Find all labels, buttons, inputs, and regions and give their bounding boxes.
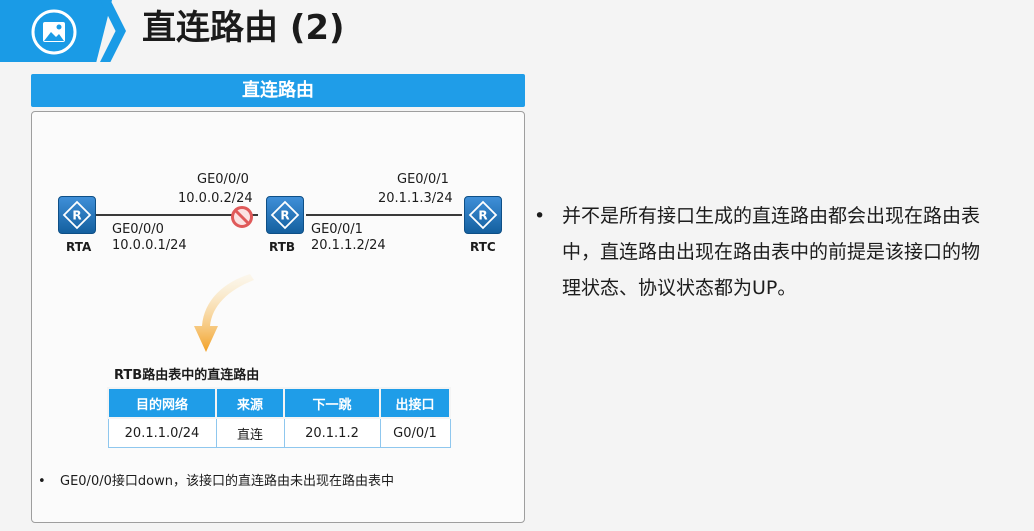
router-icon: R <box>464 196 502 234</box>
link-rtb-rtc <box>306 214 462 216</box>
column-header: 目的网络 <box>107 387 217 419</box>
router-icon: R <box>266 196 304 234</box>
column-header: 出接口 <box>379 387 451 419</box>
panel-title: 直连路由 <box>242 80 314 101</box>
link-rta-rtb <box>96 214 258 216</box>
prohibited-icon <box>231 206 253 228</box>
router-name-rtc: RTC <box>470 240 496 254</box>
rta-ip: 10.0.0.1/24 <box>112 238 187 253</box>
rtb-right-ip: 20.1.1.2/24 <box>311 238 386 253</box>
rtb-left-interface: GE0/0/0 <box>197 172 249 187</box>
svg-text:R: R <box>280 209 289 223</box>
diagram-panel <box>31 111 525 523</box>
table-cell: 20.1.1.2 <box>283 417 381 448</box>
curved-arrow-down-icon <box>194 274 254 352</box>
header-bar: 直连路由 (2) <box>0 0 1034 62</box>
svg-text:R: R <box>72 209 81 223</box>
rtc-interface: GE0/0/1 <box>397 172 449 187</box>
route-table-title: RTB路由表中的直连路由 <box>114 368 260 383</box>
rtb-left-ip: 10.0.0.2/24 <box>178 191 253 206</box>
bullet: • <box>38 474 46 489</box>
explanation-line: 并不是所有接口生成的直连路由都会出现在路由表 <box>562 205 981 227</box>
note-text: GE0/0/0接口down，该接口的直连路由未出现在路由表中 <box>60 474 394 489</box>
bullet: • <box>534 205 546 227</box>
interface-down-note: • GE0/0/0接口down，该接口的直连路由未出现在路由表中 <box>38 470 394 489</box>
explanation-line: 理状态、协议状态都为UP。 <box>562 277 797 299</box>
table-cell: G0/0/1 <box>379 417 451 448</box>
explanation-text: 并不是所有接口生成的直连路由都会出现在路由表 中，直连路由出现在路由表中的前提是… <box>562 198 1028 306</box>
image-icon <box>31 9 77 55</box>
table-header-row: 目的网络 来源 下一跳 出接口 <box>107 387 451 419</box>
explanation-line: 中，直连路由出现在路由表中的前提是该接口的物 <box>562 241 981 263</box>
panel-header: 直连路由 <box>31 74 525 107</box>
table-cell: 20.1.1.0/24 <box>107 417 217 448</box>
rta-interface: GE0/0/0 <box>112 222 164 237</box>
page-title: 直连路由 (2) <box>142 8 345 48</box>
column-header: 来源 <box>215 387 285 419</box>
router-name-rta: RTA <box>66 240 92 254</box>
router-name-rtb: RTB <box>269 240 296 254</box>
rtc-ip: 20.1.1.3/24 <box>378 191 453 206</box>
column-header: 下一跳 <box>283 387 381 419</box>
svg-text:R: R <box>478 209 487 223</box>
router-icon: R <box>58 196 96 234</box>
route-table: 目的网络 来源 下一跳 出接口 20.1.1.0/24 直连 20.1.1.2 … <box>107 387 451 448</box>
table-cell: 直连 <box>215 417 285 448</box>
rtb-right-interface: GE0/0/1 <box>311 222 363 237</box>
table-row: 20.1.1.0/24 直连 20.1.1.2 G0/0/1 <box>107 417 451 448</box>
